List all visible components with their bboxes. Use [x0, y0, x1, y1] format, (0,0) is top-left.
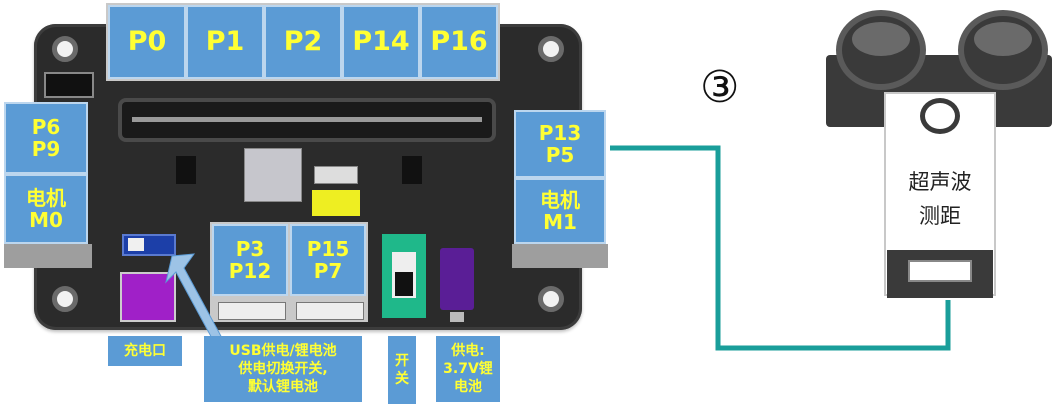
connector-socket-right: [296, 302, 364, 320]
mount-hole-top-left: [52, 36, 78, 62]
pin-label-p1: P1: [186, 5, 264, 79]
pin-label-p6-p9: P6 P9: [4, 102, 88, 174]
caption-power-switch-on: 开: [395, 352, 409, 369]
pin-label-p2: P2: [264, 5, 342, 79]
sensor-label: 超声波 测距: [884, 165, 996, 233]
step-marker: ③: [700, 62, 740, 113]
smd-component-left: [176, 156, 196, 184]
smd-component-right: [402, 156, 422, 184]
pin-label-p7: P7: [313, 259, 343, 283]
pin-label-p3: P3: [235, 237, 265, 261]
power-source-switch-knob: [128, 238, 144, 251]
caption-usb-switch-line2: 供电切换开关,: [238, 360, 328, 377]
motor-label-m1: 电机 M1: [514, 178, 606, 244]
sensor-transducer-right-inner: [974, 22, 1032, 56]
caption-battery-line1: 供电:: [451, 342, 485, 359]
wire-path: [610, 145, 951, 351]
chip-component: [44, 72, 94, 98]
pin-label-p3-p12: P3 P12: [212, 224, 288, 296]
pin-label-p0: P0: [108, 5, 186, 79]
caption-usb-switch-line1: USB供电/锂电池: [229, 342, 337, 359]
battery-capacitor-lead: [450, 312, 464, 322]
pin-label-p13-p5: P13 P5: [514, 110, 606, 178]
caption-usb-switch: USB供电/锂电池 供电切换开关, 默认锂电池: [204, 336, 362, 402]
battery-capacitor: [440, 248, 474, 310]
sensor-transducer-left-inner: [852, 22, 910, 56]
pin-label-p16: P16: [420, 5, 498, 79]
connector-socket-left: [218, 302, 286, 320]
caption-charge-port: 充电口: [108, 336, 182, 366]
power-switch-knob: [395, 272, 413, 296]
caption-charge-port-text: 充电口: [124, 342, 166, 359]
mount-hole-bottom-left: [52, 286, 78, 312]
led-component: [314, 166, 358, 184]
sensor-label-line1: 超声波: [908, 170, 972, 194]
pin-label-p15: P15: [306, 237, 350, 261]
mount-hole-top-right: [538, 36, 564, 62]
right-header-base: [512, 244, 608, 268]
pin-label-p15-p7: P15 P7: [290, 224, 366, 296]
caption-battery: 供电: 3.7V锂 电池: [436, 336, 500, 402]
caption-battery-line3: 电池: [454, 379, 482, 396]
sensor-label-line2: 测距: [919, 204, 961, 228]
microbit-slot-contact: [132, 117, 482, 122]
usb-port: [244, 148, 302, 202]
caption-usb-switch-line3: 默认锂电池: [248, 379, 318, 396]
caption-power-switch: 开 关: [388, 336, 416, 404]
pin-label-p14: P14: [342, 5, 420, 79]
sensor-connector-socket: [908, 260, 972, 282]
caption-power-switch-off: 关: [395, 371, 409, 387]
buzzer: [312, 190, 360, 216]
pin-label-p12: P12: [228, 259, 272, 283]
mount-hole-bottom-right: [538, 286, 564, 312]
sensor-mount-hole: [920, 98, 960, 134]
motor-label-m0: 电机 M0: [4, 174, 88, 244]
caption-battery-line2: 3.7V锂: [443, 360, 493, 377]
left-header-base: [4, 244, 92, 268]
